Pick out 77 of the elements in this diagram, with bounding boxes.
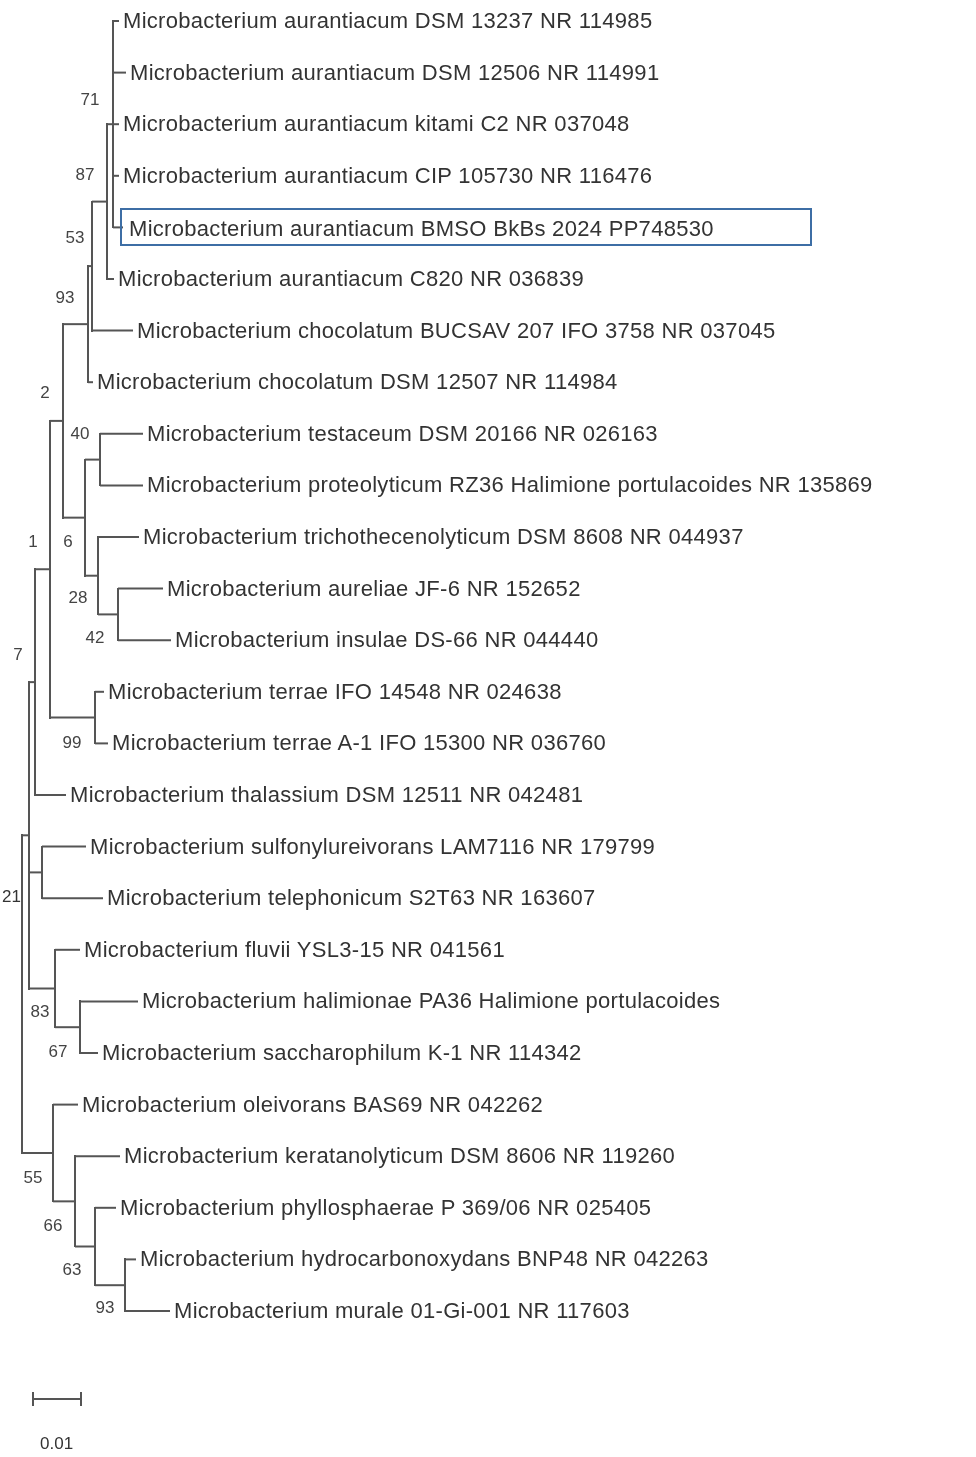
tree-branch — [124, 1310, 171, 1312]
tree-branch — [117, 639, 172, 642]
tree-branch — [74, 1245, 96, 1248]
tree-branch — [79, 1052, 99, 1054]
taxon-label: Microbacterium phyllosphaerae P 369/06 NR 025405 — [116, 1193, 652, 1222]
bootstrap-value: 42 — [85, 628, 105, 648]
tree-branch — [112, 71, 127, 74]
bootstrap-value: 1 — [28, 532, 38, 552]
taxon-label: Microbacterium aurantiacum BMSO BkBs 2024 PP748530 — [125, 215, 714, 244]
tree-branch — [74, 1155, 121, 1158]
tree-branch — [94, 1206, 117, 1209]
bootstrap-value: 83 — [30, 1002, 50, 1022]
tree-branch — [54, 948, 81, 951]
taxon-label: Microbacterium proteolyticum RZ36 Halimione portulacoides NR 135869 — [143, 471, 873, 500]
tree-branch — [28, 987, 56, 990]
tree-branch — [99, 432, 144, 435]
bootstrap-value: 63 — [62, 1260, 82, 1280]
tree-branch — [34, 794, 67, 796]
bootstrap-value: 93 — [55, 288, 75, 308]
bootstrap-value: 7 — [13, 645, 23, 665]
tree-branch — [94, 742, 109, 745]
bootstrap-value: 87 — [75, 165, 95, 185]
taxon-label: Microbacterium terrae A-1 IFO 15300 NR 036760 — [108, 729, 607, 758]
taxon-label: Microbacterium insulae DS-66 NR 044440 — [171, 626, 599, 655]
taxon-label: Microbacterium oleivorans BAS69 NR 042262 — [78, 1090, 544, 1119]
tree-branch — [41, 897, 104, 900]
bootstrap-value: 21 — [2, 887, 21, 907]
bootstrap-value: 55 — [23, 1168, 43, 1188]
tree-branch — [54, 1026, 81, 1029]
taxon-label: Microbacterium keratanolyticum DSM 8606 NR 119260 — [120, 1142, 676, 1171]
tree-branch — [124, 1258, 137, 1261]
taxon-label: Microbacterium terrae IFO 14548 NR 024638 — [104, 677, 562, 706]
taxon-label: Microbacterium chocolatum DSM 12507 NR 114984 — [93, 368, 618, 397]
tree-branch — [97, 536, 140, 538]
bootstrap-value: 28 — [68, 588, 88, 608]
taxon-label: Microbacterium trichothecenolyticum DSM 8608 NR 044937 — [139, 523, 744, 551]
taxon-label: Microbacterium testaceum DSM 20166 NR 026163 — [143, 419, 658, 448]
bootstrap-value: 71 — [80, 90, 100, 110]
bootstrap-value: 66 — [43, 1216, 63, 1236]
bootstrap-value: 40 — [70, 424, 90, 444]
tree-branch — [62, 516, 86, 519]
taxon-label: Microbacterium aurantiacum CIP 105730 NR 116476 — [119, 161, 653, 190]
tree-branch — [99, 484, 144, 487]
taxon-label: Microbacterium aurantiacum DSM 13237 NR 114985 — [119, 7, 653, 35]
tree-branch — [97, 613, 119, 616]
taxon-label: Microbacterium chocolatum BUCSAV 207 IFO 3758 NR 037045 — [133, 316, 776, 345]
tree-branch — [52, 1200, 76, 1203]
taxon-label: Microbacterium murale 01-Gi-001 NR 117603 — [170, 1297, 630, 1325]
bootstrap-value: 53 — [65, 228, 85, 248]
taxon-label: Microbacterium aureliae JF-6 NR 152652 — [163, 574, 581, 603]
taxon-label: Microbacterium sulfonylureivorans LAM7116 NR 179799 — [86, 832, 656, 861]
tree-branch — [52, 1103, 79, 1106]
taxon-label: Microbacterium hydrocarbonoxydans BNP48 NR 042263 — [136, 1245, 709, 1274]
taxon-label: Microbacterium aurantiacum kitami C2 NR 037048 — [119, 110, 630, 139]
bootstrap-value: 67 — [48, 1042, 68, 1062]
taxon-label: Microbacterium thalassium DSM 12511 NR 042481 — [66, 781, 584, 809]
taxon-label: Microbacterium halimionae PA36 Halimione portulacoides — [138, 987, 721, 1016]
bootstrap-value: 6 — [63, 532, 73, 552]
bootstrap-value: 93 — [95, 1298, 115, 1318]
tree-branch — [91, 329, 134, 332]
tree-branch — [117, 587, 164, 590]
tree-branch — [87, 265, 93, 268]
taxon-label: Microbacterium telephonicum S2T63 NR 163607 — [103, 884, 596, 913]
tree-branch — [49, 716, 96, 719]
tree-branch — [94, 1284, 126, 1287]
tree-branch — [41, 845, 87, 848]
highlight-frame — [120, 208, 812, 247]
tree-branch — [79, 1000, 139, 1003]
bootstrap-value: 99 — [62, 733, 82, 753]
taxon-label: Microbacterium aurantiacum DSM 12506 NR 114991 — [126, 58, 660, 87]
taxon-label: Microbacterium fluvii YSL3-15 NR 041561 — [80, 935, 505, 964]
bootstrap-value: 2 — [40, 383, 50, 403]
taxon-label: Microbacterium saccharophilum K-1 NR 114342 — [98, 1039, 582, 1067]
tree-branch — [21, 1151, 54, 1154]
scale-label: 0.01 — [40, 1434, 74, 1454]
tree-branch — [62, 323, 89, 326]
taxon-label: Microbacterium aurantiacum C820 NR 036839 — [114, 265, 584, 293]
